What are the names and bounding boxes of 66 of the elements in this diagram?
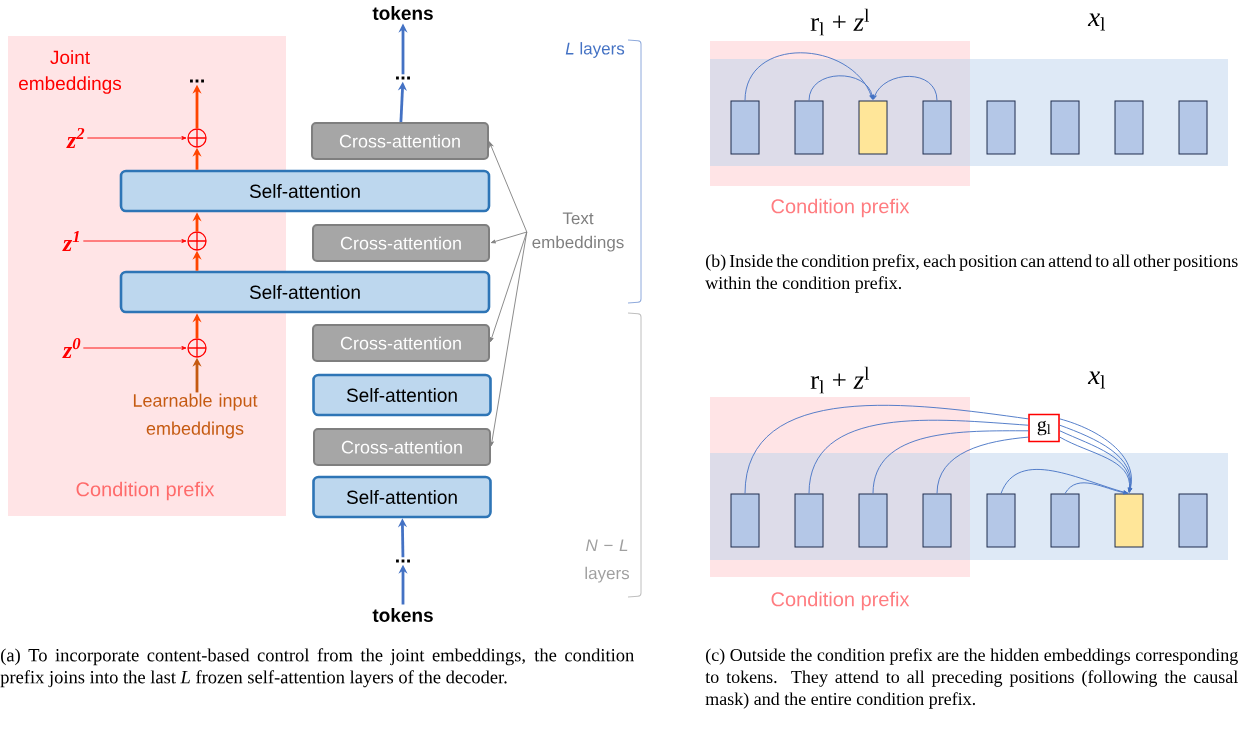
cross-attention-block: Cross-attention <box>313 428 491 466</box>
layer-count-label: L layers <box>565 42 625 58</box>
token-rect <box>1178 100 1208 155</box>
token-rect <box>730 100 760 155</box>
vector-label: z$^{0}$ <box>62 337 81 359</box>
arrow <box>86 136 187 140</box>
vector-label: z$^{1}$ <box>62 230 79 252</box>
attention-line <box>744 404 1029 494</box>
token-rect <box>922 493 952 548</box>
arrow <box>808 75 874 101</box>
caption: (c) Outside the condition prefix are the hidden embeddings corresponding to tokens. They attend to all preceding positions (following the causal mask) and the entire condition prefix. <box>705 648 1238 709</box>
self-attention-block: Self-attention <box>119 270 491 314</box>
sequence-heading: x$_{l}$ <box>1087 371 1105 389</box>
token-rect <box>922 100 952 155</box>
token-rect <box>986 493 1016 548</box>
token-rect <box>858 493 888 548</box>
caption: (a) To incorporate content-based control from the joint embeddings, the condition prefix joins into the last L frozen self-attention layers of the decoder. <box>0 648 634 688</box>
band-label: Condition prefix <box>771 591 910 611</box>
annotation-text: Learnable input embeddings <box>133 393 258 439</box>
token-rect <box>1050 493 1080 548</box>
connector-line <box>490 231 528 244</box>
add-symbol <box>187 128 207 148</box>
region-label: Condition prefix <box>76 481 215 501</box>
ellipsis: ... <box>190 79 204 83</box>
sequence-heading: r$_{l}$ + z$^{l}$ <box>810 8 869 36</box>
cross-attention-block: Cross-attention <box>312 324 490 362</box>
arrow <box>744 52 873 101</box>
self-attention-block: Self-attention <box>312 475 492 519</box>
sequence-heading: x$_{l}$ <box>1087 13 1105 31</box>
token-rect <box>1178 493 1208 548</box>
ellipsis: ... <box>396 559 410 563</box>
add-symbol <box>187 338 207 358</box>
caption: (b) Inside the condition prefix, each position can attend to all other positions within the condition prefix. <box>705 254 1238 293</box>
gate-box: g$_{l}$ <box>1028 413 1060 443</box>
connector-line <box>489 141 528 233</box>
self-attention-block: Self-attention <box>119 169 491 213</box>
token-rect <box>1050 100 1080 155</box>
token-rect <box>1114 493 1144 548</box>
attention-line <box>872 430 1029 494</box>
annotation-text: Joint embeddings <box>19 50 122 94</box>
layer-count-label: N − L layers <box>585 539 630 583</box>
token-rect <box>1114 100 1144 155</box>
connector-line <box>489 231 528 343</box>
cross-attention-block: Cross-attention <box>311 122 489 160</box>
cross-attention-block: Cross-attention <box>312 224 490 262</box>
token-label: tokens <box>372 6 433 20</box>
arrow <box>82 346 187 350</box>
connector-line <box>490 231 528 447</box>
token-label: tokens <box>372 608 433 622</box>
annotation-text: Text embeddings <box>532 212 624 252</box>
ellipsis: ... <box>396 76 410 80</box>
arrow <box>873 75 938 101</box>
token-rect <box>858 100 888 155</box>
self-attention-block: Self-attention <box>312 373 492 417</box>
band-label: Condition prefix <box>771 198 910 218</box>
add-symbol <box>187 231 207 251</box>
token-rect <box>986 100 1016 155</box>
token-rect <box>730 493 760 548</box>
vector-label: z$^{2}$ <box>66 127 85 149</box>
arrow <box>82 239 187 243</box>
attention-line <box>808 419 1029 494</box>
sequence-heading: r$_{l}$ + z$^{l}$ <box>810 366 869 394</box>
attention-line <box>936 436 1029 494</box>
token-rect <box>794 493 824 548</box>
arrow <box>1064 482 1129 495</box>
token-rect <box>794 100 824 155</box>
